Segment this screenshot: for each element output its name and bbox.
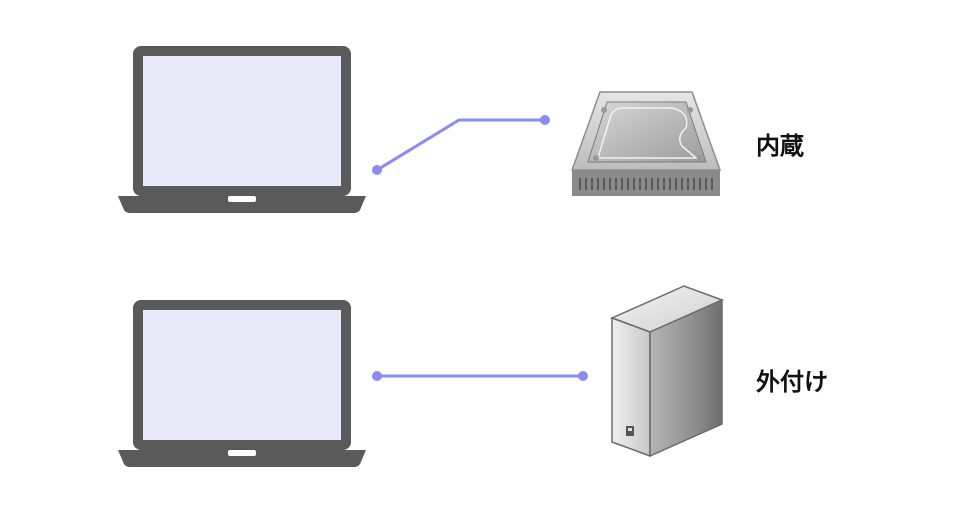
label-external: 外付け xyxy=(756,368,828,396)
external-drive-tower-icon xyxy=(610,285,724,458)
internal-hard-drive-icon xyxy=(570,91,722,196)
connector-line-external xyxy=(372,371,588,381)
label-internal: 内蔵 xyxy=(756,132,804,160)
connector-line-internal xyxy=(372,115,550,175)
laptop-icon-external xyxy=(118,300,366,467)
laptop-icon-internal xyxy=(118,46,366,213)
